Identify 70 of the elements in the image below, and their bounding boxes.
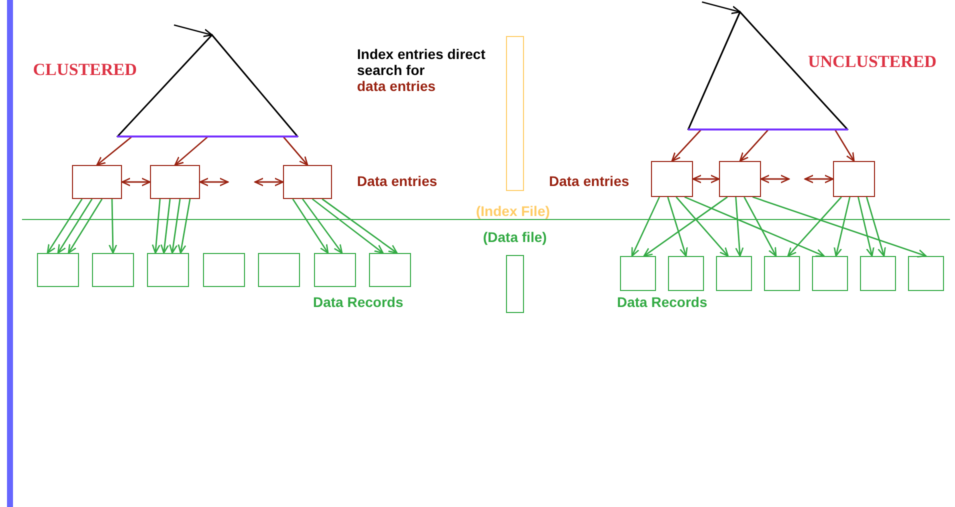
data-record-box [764, 256, 800, 291]
data-record-box [203, 253, 245, 287]
data-record-box [668, 256, 704, 291]
data-entry-box [72, 165, 122, 199]
arrow [684, 196, 825, 257]
arrow [643, 196, 728, 257]
arrow [292, 198, 329, 254]
arrow [735, 196, 744, 257]
row-label: Data Records [617, 294, 708, 310]
title-text: CLUSTERED [33, 62, 137, 78]
row-label: Data entries [549, 173, 630, 189]
arrow [199, 178, 229, 186]
arrow [57, 198, 93, 254]
note-text: data entries [357, 78, 436, 94]
data-record-box [716, 256, 752, 291]
arrow [671, 130, 702, 162]
arrow [631, 196, 660, 257]
arrow [739, 130, 769, 162]
data-entry-box [651, 161, 693, 197]
title-text: UNCLUSTERED [808, 54, 936, 70]
arrow [866, 196, 886, 257]
arrow [174, 24, 213, 38]
data-record-box [92, 253, 134, 287]
data-record-box [860, 256, 896, 291]
arrow [96, 136, 132, 166]
data-record-box [908, 256, 944, 291]
data-entry-box [833, 161, 875, 197]
file-bar [506, 255, 524, 313]
arrow [692, 174, 720, 184]
arrow [169, 198, 181, 254]
arrow [121, 178, 151, 186]
arrow [68, 198, 103, 254]
data-record-box [314, 253, 356, 287]
arrow [834, 196, 850, 257]
arrow [858, 196, 874, 257]
data-entry-box [719, 161, 761, 197]
data-record-box [369, 253, 411, 287]
data-record-box [812, 256, 848, 291]
data-entry-box [283, 165, 332, 199]
arrow [667, 196, 688, 257]
arrow [804, 174, 834, 184]
arrow [760, 174, 790, 184]
row-label: Data Records [313, 294, 404, 310]
arrow [702, 1, 741, 14]
arrow [254, 178, 284, 186]
data-entry-box [150, 165, 200, 199]
data-record-box [147, 253, 189, 287]
arrow [744, 196, 777, 257]
arrow [108, 198, 118, 254]
file-bar [506, 36, 524, 191]
arrow [322, 198, 398, 254]
file-label: (Index File) [476, 203, 550, 219]
data-record-box [37, 253, 79, 287]
arrow [152, 198, 161, 254]
arrow [676, 196, 729, 257]
arrow [160, 198, 171, 254]
arrow [834, 130, 855, 162]
arrow [46, 198, 83, 254]
file-label: (Data file) [483, 229, 547, 245]
arrow [312, 198, 384, 254]
data-record-box [258, 253, 300, 287]
arrow [174, 136, 208, 166]
arrow [752, 196, 927, 258]
arrow [787, 196, 842, 257]
arrow [302, 198, 343, 254]
data-record-box [620, 256, 656, 291]
arrow [178, 198, 191, 254]
row-label: Data entries [357, 173, 438, 189]
note-text: Index entries direct search for [357, 46, 486, 78]
arrow [282, 136, 308, 166]
